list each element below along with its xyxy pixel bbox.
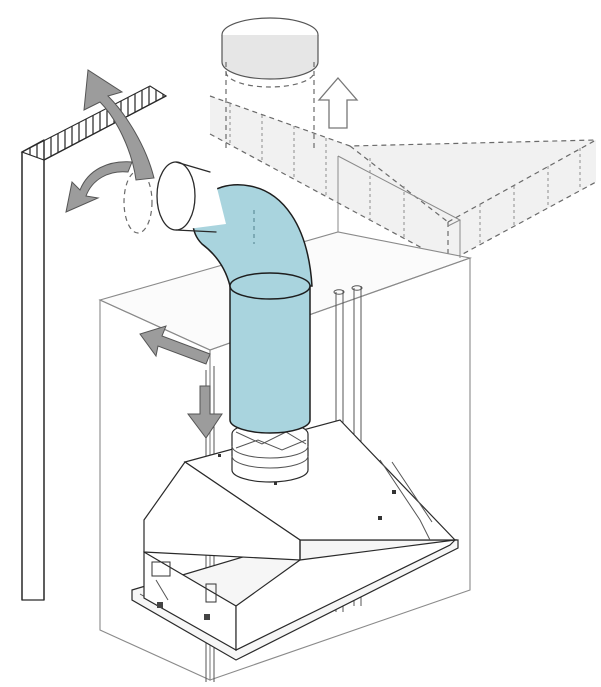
vertical-duct-dashed	[221, 17, 319, 150]
curved-arrow-icon	[65, 161, 133, 213]
range-hood-insert	[131, 419, 459, 661]
up-arrow-icon	[317, 77, 359, 129]
wall-outlet-duct	[123, 161, 226, 234]
double-arrow-icon	[139, 325, 223, 439]
ceiling-duct-dashed	[209, 95, 597, 263]
flexible-duct	[192, 184, 313, 434]
curved-arrow-icon	[83, 69, 155, 181]
